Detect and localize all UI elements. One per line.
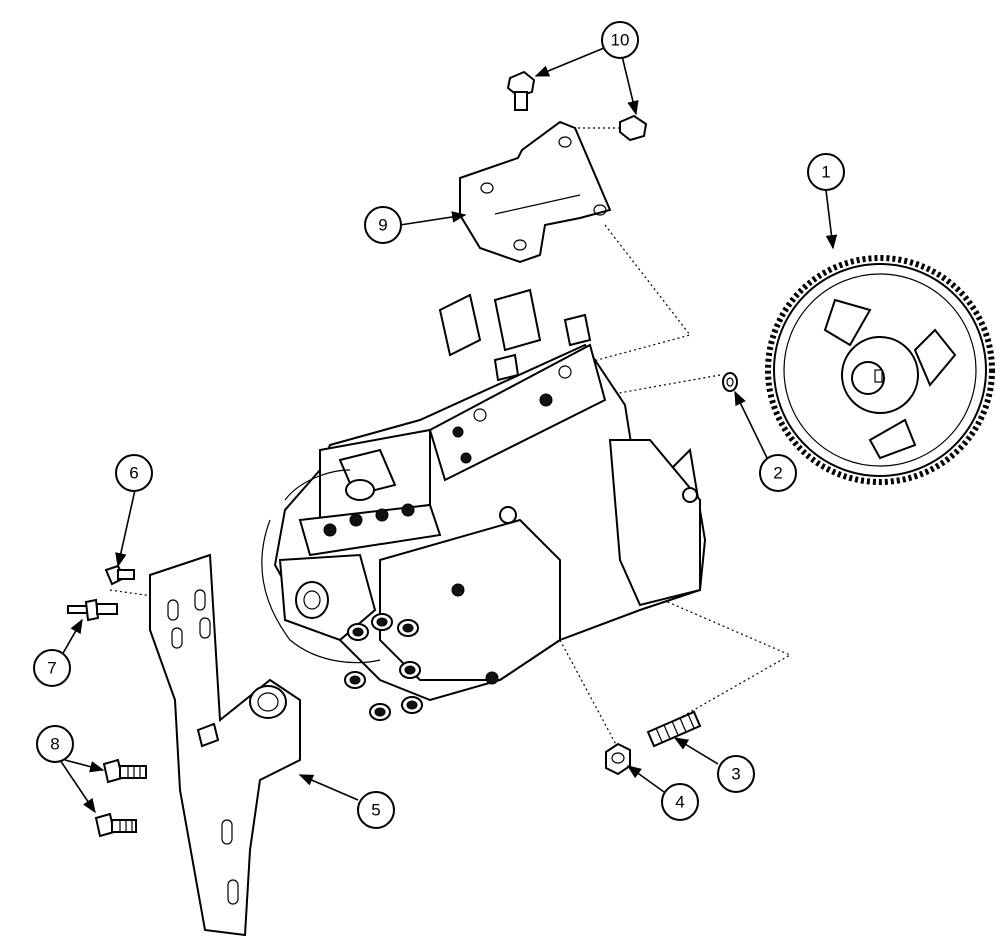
callout-label: 9 [378,216,387,235]
bolt-part-8 [94,758,147,838]
callout-label: 1 [821,163,830,182]
callout-label: 2 [773,464,782,483]
bracket-part [149,553,301,937]
stud-part [646,710,702,748]
nut-part [605,742,631,776]
leader-lines [59,47,838,814]
callout-5: 5 [357,791,395,829]
gear-part [765,255,995,485]
callout-label: 4 [675,793,684,812]
callout-1: 1 [807,153,845,191]
callout-label: 3 [731,765,740,784]
callout-9: 9 [364,206,402,244]
callout-3: 3 [717,755,755,793]
bolt-part-10 [506,70,648,142]
callout-8: 8 [36,725,74,763]
callout-10: 10 [601,21,639,59]
callout-label: 8 [50,735,59,754]
washer-part [722,372,738,392]
callout-7: 7 [33,649,71,687]
callout-label: 5 [371,801,380,820]
bolt-part-6 [104,564,135,586]
stud-part-7 [67,598,118,622]
injection-pump [261,288,707,721]
plate-part [459,120,612,264]
callout-label: 10 [611,31,630,50]
callout-2: 2 [759,454,797,492]
callout-6: 6 [115,454,153,492]
callout-4: 4 [661,783,699,821]
callout-label: 7 [47,659,56,678]
callout-label: 6 [129,464,138,483]
